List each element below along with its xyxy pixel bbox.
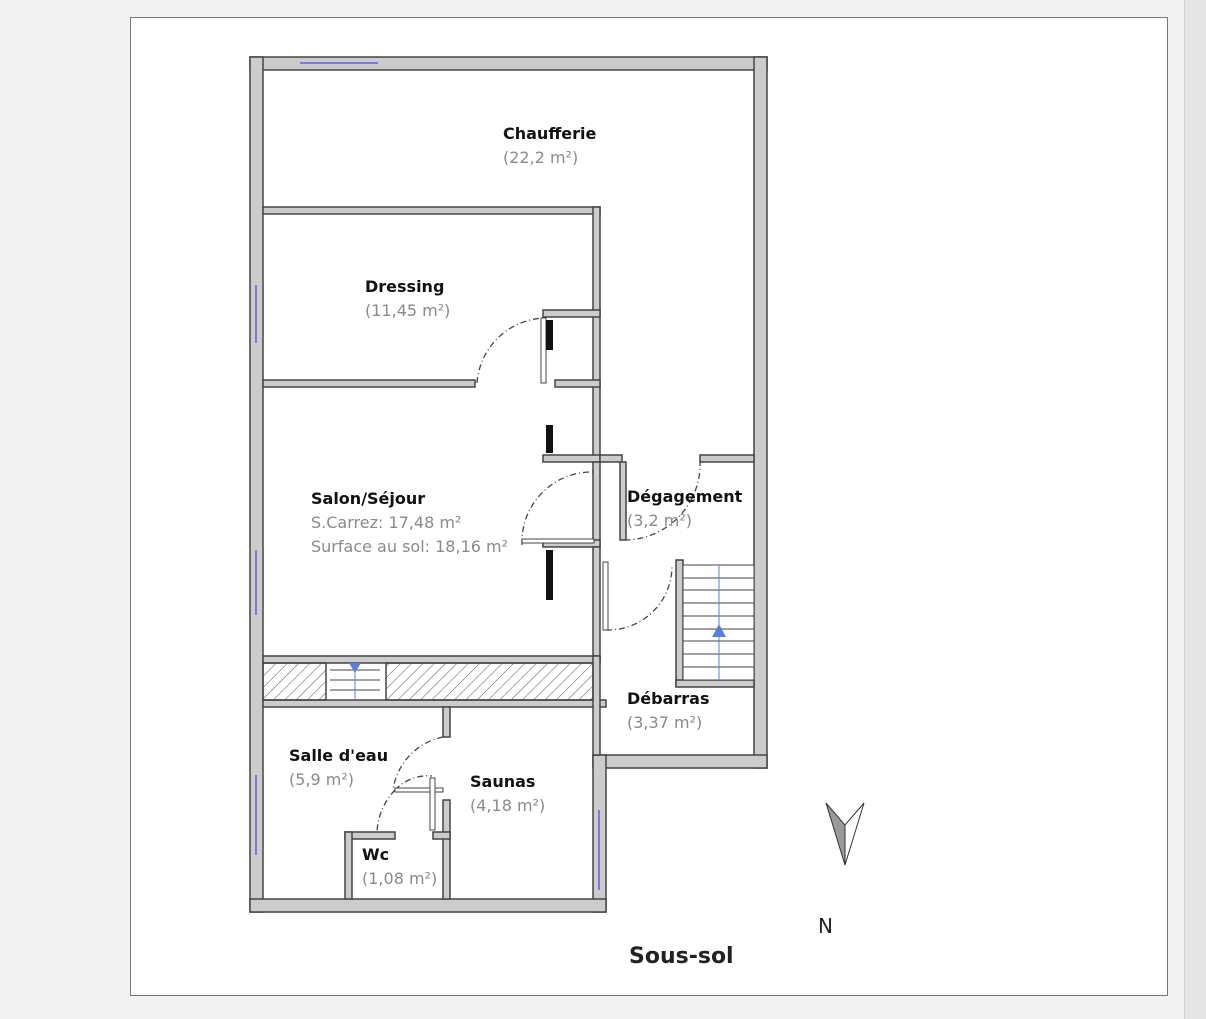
wall-degagement-top-left [599,454,623,463]
hatched-walls [262,662,594,701]
wall-chaufferie-dressing [262,206,601,215]
room-name: Dressing [365,277,445,296]
floor-title: Sous-sol [629,944,734,969]
wall-band-bottom [262,699,607,708]
room-name: Saunas [470,772,536,791]
room-chaufferie: Chaufferie (22,2 m²) [503,122,596,170]
wall-band-top [262,655,601,664]
room-name: Débarras [627,689,710,708]
door-leaves [394,317,609,831]
wall-degagement-top-right [699,454,755,463]
wc-wall-left [344,831,353,900]
room-name: Chaufferie [503,124,597,143]
closet-wall-mid [554,379,601,388]
room-degagement: Dégagement (3,2 m²) [627,485,742,533]
wall-salon-degagement [592,461,601,546]
wall-dressing-salon [262,379,476,388]
stair-down-arrow-icon [349,663,361,673]
closet-sliding-doors [546,320,553,600]
wall-chaufferie-vertical [592,206,601,461]
wall-right-step [592,754,768,769]
room-carrez: S.Carrez: 17,48 m² [311,513,462,532]
north-label: N [818,914,833,938]
room-name: Salle d'eau [289,746,389,765]
room-saunas: Saunas (4,18 m²) [470,770,545,818]
plan-sheet [130,17,1168,996]
wall-saunas-left [442,799,451,900]
room-name: Wc [362,845,390,864]
small-stair [330,663,380,700]
room-name: Dégagement [627,487,743,506]
closet-wall-top [542,309,601,318]
wall-salon-right-lower [592,546,601,661]
room-surface-sol: Surface au sol: 18,16 m² [311,537,509,556]
room-salle-eau: Salle d'eau (5,9 m²) [289,744,388,792]
room-area: (11,45 m²) [365,301,451,320]
stair-wall [675,559,684,686]
wall-degagement-inner [619,461,627,541]
windows [255,62,600,890]
wc-wall-top-right [432,831,451,840]
main-stair [682,564,755,681]
room-dressing: Dressing (11,45 m²) [365,275,450,323]
walls [249,56,768,913]
room-name: Salon/Séjour [311,489,426,508]
room-area: (1,08 m²) [362,869,438,888]
room-area: (5,9 m²) [289,770,355,789]
stair-up-arrow-icon [712,624,726,637]
room-wc: Wc (1,08 m²) [362,843,437,891]
room-area: (3,37 m²) [627,713,703,732]
wall-right [753,56,768,769]
wall-bottom [249,898,607,913]
wall-band-right [592,655,601,756]
wall-debarras-top [675,679,755,688]
room-debarras: Débarras (3,37 m²) [627,687,709,735]
closet-wall-bottom [542,454,601,463]
room-area: (4,18 m²) [470,796,546,815]
room-area: (22,2 m²) [503,148,579,167]
room-salon: Salon/Séjour S.Carrez: 17,48 m² Surface … [311,487,508,559]
wall-salle-saunas [442,706,451,738]
page-edge [1184,0,1206,1019]
north-arrow-icon [825,802,865,866]
room-area: (3,2 m²) [627,511,693,530]
